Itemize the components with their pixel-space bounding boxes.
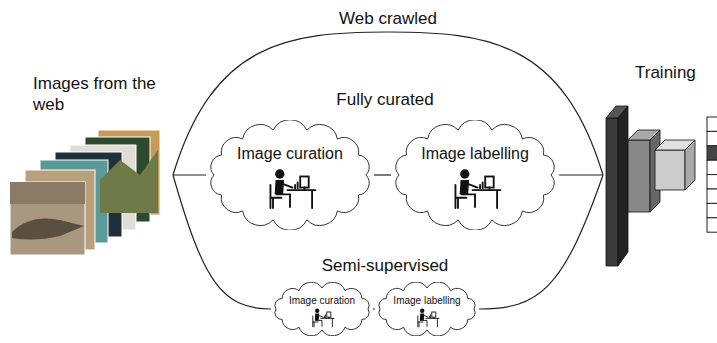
worker-head: [315, 309, 319, 313]
worker-body: [460, 180, 469, 194]
monitor: [327, 312, 331, 317]
process-cloud: Image curation: [270, 282, 374, 336]
worker-leg: [461, 194, 475, 207]
cloud-shape: [211, 120, 369, 230]
network-model: Training: [603, 62, 703, 272]
cloud-outline: [205, 120, 375, 230]
process-cloud: Image curation: [205, 120, 375, 230]
layer-block: [685, 140, 695, 190]
cloud-outline: [374, 282, 480, 336]
process-cloud: Image labelling: [374, 282, 480, 336]
layer-block: [618, 106, 628, 266]
text-row: Image labelling: [374, 282, 480, 307]
network-model-art: [603, 62, 703, 272]
image-detail: [10, 182, 85, 204]
layer-block: [628, 140, 650, 212]
cloud-shape: [396, 120, 554, 230]
worker-head: [275, 169, 284, 178]
layer-block: [606, 118, 618, 266]
worker-leg: [316, 320, 322, 326]
worker-leg: [276, 194, 290, 207]
text-row: Image curation: [270, 282, 374, 307]
worker-icon: [270, 169, 315, 208]
worker-icon: [455, 169, 500, 208]
process-label: Image labelling: [393, 295, 460, 306]
source-label: Images from the web: [33, 74, 156, 114]
stage-label: Training: [635, 63, 696, 82]
worker-icon: [313, 309, 334, 327]
text-row: Images from the web: [33, 65, 158, 115]
worker-leg: [421, 320, 427, 326]
flow-line: [373, 308, 375, 309]
desk: [287, 190, 315, 208]
desk-items: [429, 315, 433, 319]
cloud-outline: [390, 120, 560, 230]
chair: [455, 185, 466, 208]
worker-arm: [467, 183, 478, 187]
crocodile: [12, 219, 84, 240]
worker-icon: [418, 309, 439, 327]
worker-body: [275, 180, 284, 194]
chair: [270, 185, 281, 208]
image-stack: Images from the web: [8, 65, 173, 285]
worker-head: [420, 309, 424, 313]
monitor: [300, 177, 309, 188]
path-label: Fully curated: [334, 90, 435, 110]
flow-line: [559, 174, 603, 175]
process-cloud: Image labelling: [390, 120, 560, 230]
path-label: Web crawled: [337, 9, 439, 29]
worker-body: [315, 314, 319, 321]
cloud-outline: [270, 282, 374, 336]
worker-head: [460, 169, 469, 178]
process-label: Image labelling: [421, 145, 529, 162]
worker-arm: [282, 183, 293, 187]
layer-block: [655, 150, 685, 190]
text-row: Image labelling: [390, 120, 560, 164]
desk-items: [295, 182, 304, 190]
desk: [472, 190, 500, 208]
worker-body: [420, 314, 424, 321]
desk-items: [324, 315, 328, 319]
chair: [313, 316, 318, 327]
monitor: [432, 312, 436, 317]
cloud-shape: [275, 282, 369, 336]
worker-arm: [318, 315, 323, 317]
desk: [426, 318, 439, 326]
chair: [418, 316, 423, 327]
desk: [321, 318, 334, 326]
process-label: Image curation: [237, 145, 343, 162]
path-label: Semi-supervised: [320, 256, 451, 276]
text-row: Image curation: [205, 120, 375, 164]
image-detail: [100, 150, 158, 213]
image-stack-art: [8, 65, 173, 285]
worker-arm: [423, 315, 428, 317]
cloud-shape: [379, 282, 475, 336]
desk-items: [480, 182, 489, 190]
monitor: [485, 177, 494, 188]
text-row: Training: [635, 62, 703, 83]
flow-line: [374, 174, 391, 175]
process-label: Image curation: [289, 295, 355, 306]
flow-line: [173, 174, 206, 175]
web-image: [10, 182, 85, 255]
